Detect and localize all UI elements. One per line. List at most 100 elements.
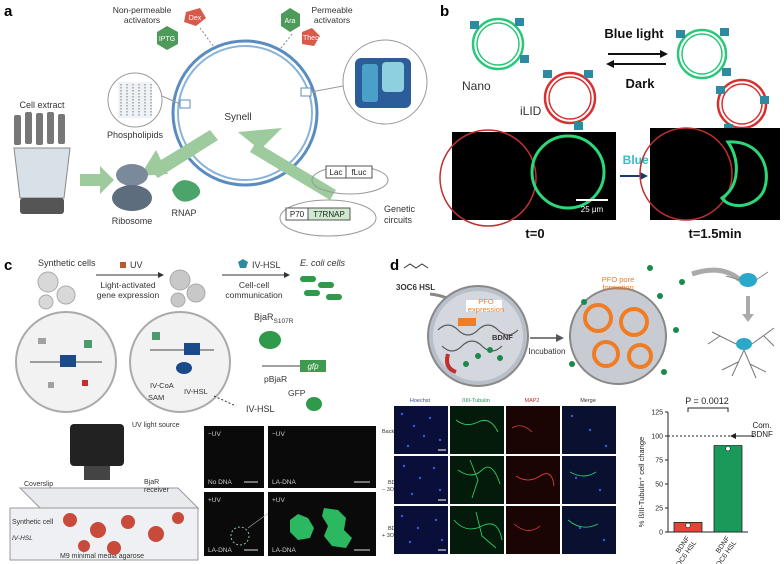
chart-x-tick-label: BDNF+ 3OC6 HSL (703, 535, 738, 564)
nucleus-dot (432, 466, 436, 470)
img-minus-tubulin (450, 456, 504, 504)
communication-arrow-head (284, 272, 290, 278)
cell-cell-line2: communication (225, 290, 282, 300)
tube (14, 115, 21, 145)
micrograph-minus-uv-no-dna (204, 426, 264, 488)
protein-blob (82, 380, 88, 386)
chart-data-point (725, 446, 731, 452)
gfp-protein (306, 397, 322, 411)
panel-b-letter: b (440, 3, 449, 20)
pfo-expression-line2: expression (468, 305, 504, 314)
img-minus-hoechst (394, 456, 448, 504)
img-bg-map2 (506, 406, 560, 454)
ecoli-cell (326, 294, 342, 300)
nucleus-dot (400, 514, 404, 518)
uv-lens (84, 466, 110, 480)
hsl-molecule (403, 263, 429, 269)
nucleus-dot (438, 438, 442, 442)
dark-label: Dark (626, 76, 656, 91)
sam-label: SAM (148, 393, 164, 402)
neurite-trace (455, 419, 499, 433)
ribosome-top (116, 164, 148, 186)
chart-reference-label: Com.BDNF (751, 421, 773, 439)
chart-reference-arrow-head (730, 433, 736, 439)
protein-helix (362, 64, 378, 102)
img-plus-hoechst (394, 506, 448, 554)
synthetic-cell-label: Synthetic cell (12, 519, 54, 526)
nucleus-dot (570, 414, 574, 418)
synthetic-cell-sphere (63, 513, 77, 527)
theo-label: Theo (303, 35, 319, 42)
t0-green-cell (530, 134, 606, 210)
nucleus-dot (402, 464, 406, 468)
neurite-trace (453, 519, 503, 541)
synthetic-cell-sphere (148, 526, 164, 542)
p70-label: P70 (290, 210, 305, 219)
phospholipids-label: Phospholipids (107, 130, 164, 140)
col-map2: MAP2 (525, 398, 540, 404)
iv-hsl-top-label: IV-HSL (252, 260, 281, 270)
chart-data-point (685, 522, 691, 529)
bjar-protein (259, 331, 281, 349)
uv-label: UV (130, 260, 143, 270)
tube (36, 113, 43, 145)
img-minus-merge (562, 456, 616, 504)
pfo-gene (458, 318, 476, 326)
bdnf-protein (487, 347, 493, 353)
protein-blob (152, 332, 160, 340)
synthetic-cell-icon (170, 292, 186, 308)
protein-blob (48, 382, 54, 388)
nucleus-dot (428, 416, 432, 420)
fluc-box (345, 165, 373, 179)
nano-tag (470, 21, 479, 29)
nucleus-dot (598, 488, 602, 492)
iv-coa-label: IV-CoA (150, 381, 174, 390)
synthetic-cell-sphere (121, 515, 135, 529)
fluc-label: fLuc (351, 168, 366, 177)
differentiation-arrow (691, 267, 742, 282)
map2-signal (511, 425, 555, 531)
reverse-arrow-head (606, 60, 614, 68)
chart-reference: Com.BDNF (668, 407, 773, 439)
synthetic-cell-sphere (90, 522, 106, 538)
nano-label: Nano (462, 79, 491, 93)
bdnf-released (569, 361, 575, 367)
uv-icon (120, 262, 126, 268)
panel-a-letter: a (4, 3, 13, 20)
nucleus-dot (434, 518, 438, 522)
bdnf-protein (475, 353, 481, 359)
bdnf-released (673, 327, 679, 333)
nucleus-dot (422, 434, 426, 438)
bdnf-released (657, 293, 663, 299)
micrograph-t15 (650, 128, 780, 220)
neuron-body (736, 338, 752, 350)
neurite-trace (569, 471, 597, 477)
zoom-connector-right (310, 85, 344, 93)
pbjar-label: pBjaR (264, 374, 287, 384)
tube (47, 112, 54, 144)
protein-blob (38, 338, 46, 344)
dex-shape (184, 8, 206, 26)
pore-left (179, 99, 191, 109)
col-hoechst: Hoechst (410, 398, 431, 404)
bdnf-released (679, 279, 685, 285)
panel-d-letter: d (390, 257, 399, 274)
iptg-label: IPTG (159, 36, 175, 43)
ara-label: Ara (285, 18, 296, 25)
synthetic-cell-sphere (107, 541, 121, 555)
synthetic-cell-icon (186, 283, 206, 303)
nucleus-dot (574, 476, 578, 480)
t15-green-cell (719, 140, 768, 207)
chart-p-value: P = 0.0012 (685, 396, 729, 406)
time-arrow-head (640, 172, 648, 180)
docked-green-inner (681, 33, 723, 75)
no-dna-label: No DNA (208, 479, 233, 486)
docked-red-outer (716, 78, 768, 130)
plus-uv-label-2: +UV (272, 497, 285, 504)
map2-trace (513, 523, 541, 531)
nucleus-dot (412, 424, 416, 428)
img-plus-merge (562, 506, 616, 554)
